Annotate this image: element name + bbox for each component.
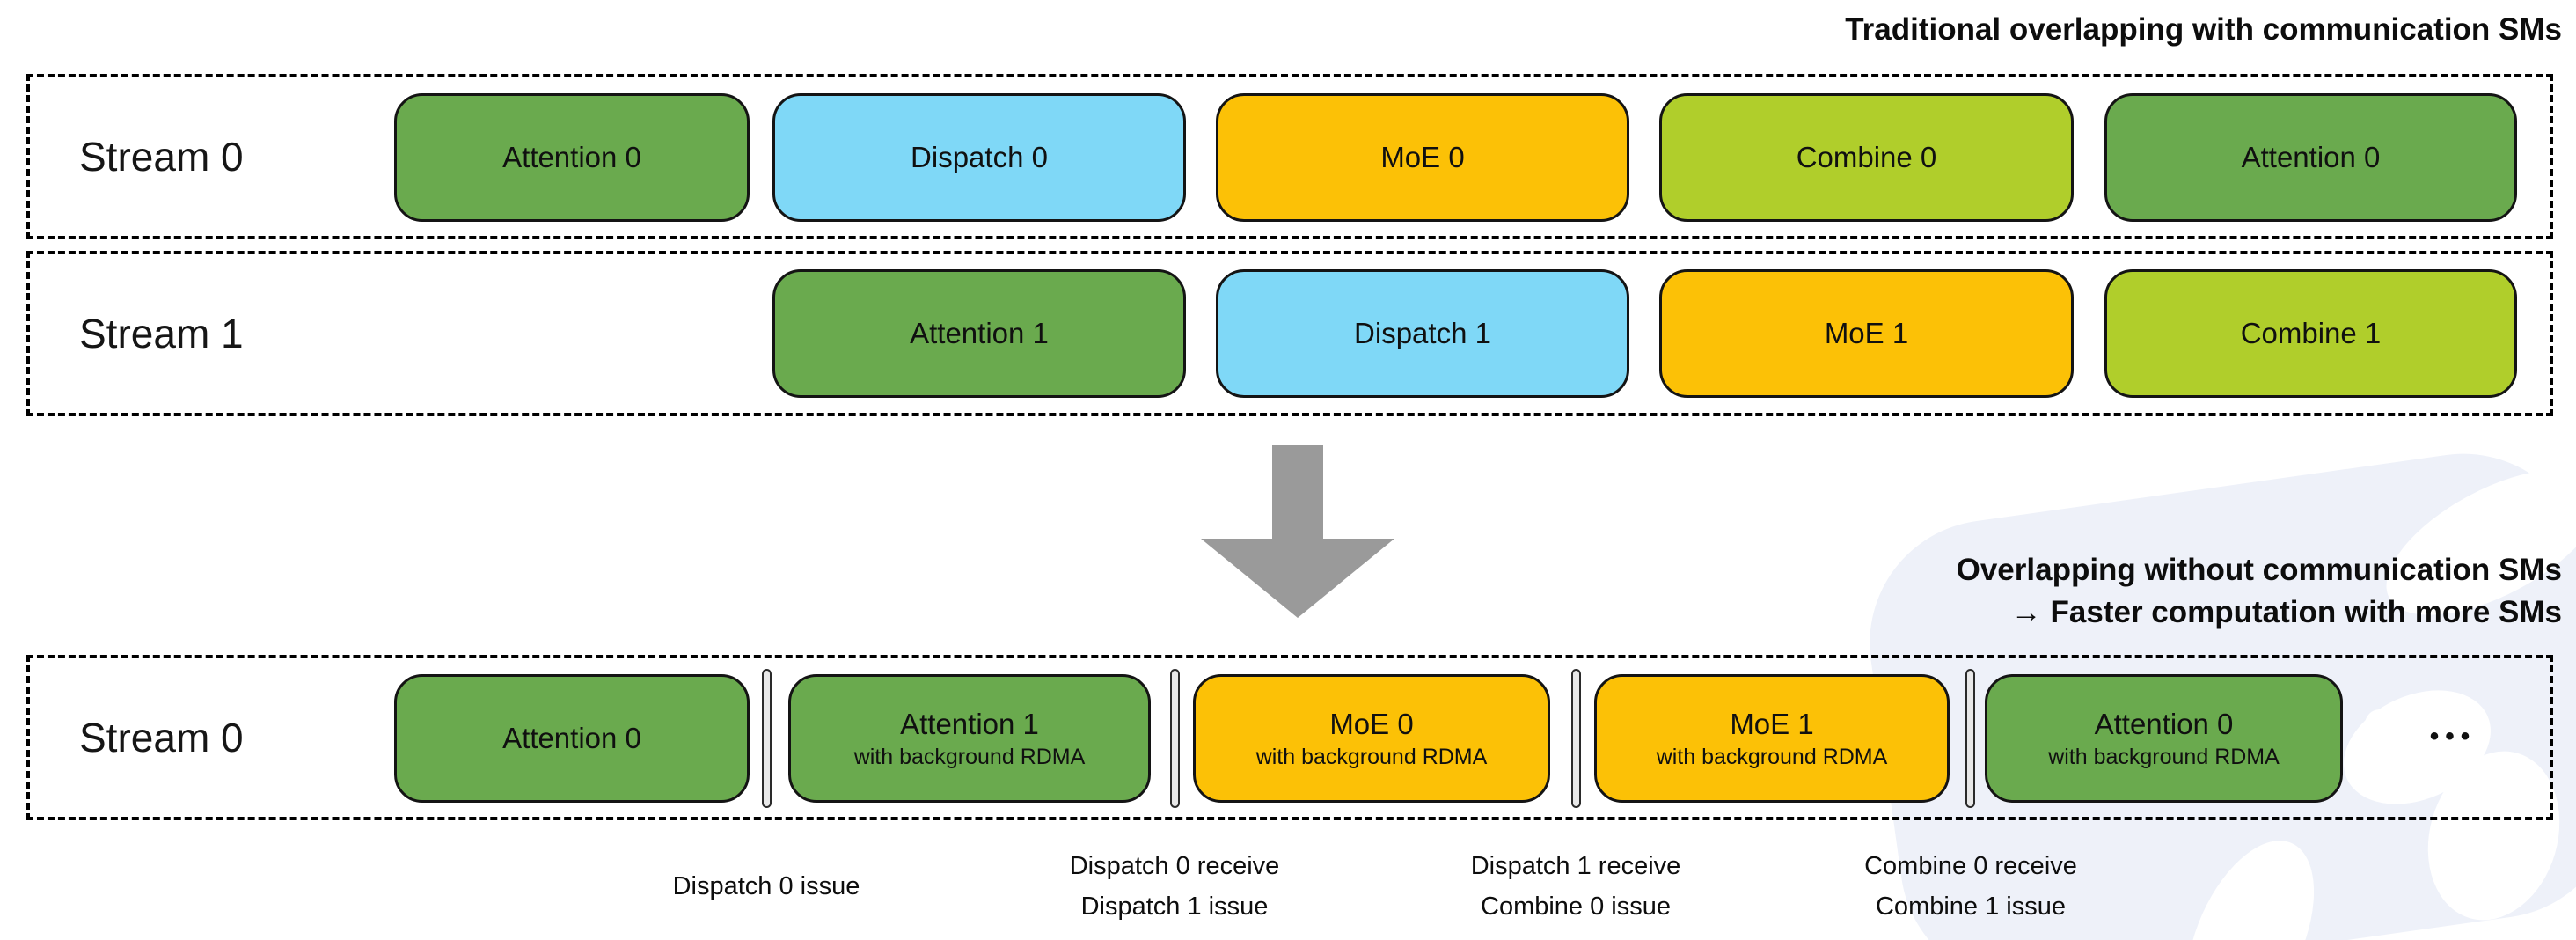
block-attention0: Attention 0 [394, 93, 750, 222]
block-label: Attention 0 [2094, 707, 2234, 740]
annotation-line: Dispatch 0 issue [672, 872, 860, 900]
annotation-dispatch0-receive: Dispatch 0 receive Dispatch 1 issue [1070, 841, 1280, 931]
block-attention0-next-fused: Attention 0 with background RDMA [1985, 674, 2343, 803]
bottom-title-line2: → Faster computation with more SMs [2010, 595, 2562, 629]
block-attention1-fused: Attention 1 with background RDMA [788, 674, 1151, 803]
block-label: Dispatch 1 [1354, 317, 1491, 349]
block-combine1: Combine 1 [2104, 269, 2517, 398]
block-dispatch1: Dispatch 1 [1216, 269, 1629, 398]
block-attention1: Attention 1 [772, 269, 1186, 398]
bottom-title-line1: Overlapping without communication SMs [1956, 553, 2562, 587]
annotation-dispatch1-receive: Dispatch 1 receive Combine 0 issue [1471, 841, 1681, 931]
stream-barrier [762, 669, 772, 808]
block-label: Attention 0 [502, 141, 641, 173]
annotation-combine0-receive: Combine 0 receive Combine 1 issue [1864, 841, 2077, 931]
block-sublabel: with background RDMA [1255, 744, 1488, 769]
block-label: MoE 0 [1380, 141, 1465, 173]
annotation-line: Dispatch 1 issue [1080, 892, 1269, 921]
block-moe1: MoE 1 [1659, 269, 2074, 398]
stream-barrier [1571, 669, 1581, 808]
block-label: MoE 1 [1824, 317, 1909, 349]
stream-barrier [1965, 669, 1975, 808]
block-label: Attention 1 [900, 707, 1039, 740]
ellipsis: ••• [2429, 722, 2477, 751]
block-dispatch0: Dispatch 0 [772, 93, 1186, 222]
block-moe0-fused: MoE 0 with background RDMA [1193, 674, 1550, 803]
block-moe0: MoE 0 [1216, 93, 1629, 222]
stream0-label-bottom: Stream 0 [79, 715, 244, 760]
block-sublabel: with background RDMA [1656, 744, 1888, 769]
block-label: MoE 0 [1329, 707, 1414, 740]
annotation-line: Dispatch 0 receive [1069, 852, 1280, 880]
stream0-label-top: Stream 0 [79, 134, 244, 180]
block-sublabel: with background RDMA [853, 744, 1086, 769]
block-label: Dispatch 0 [911, 141, 1048, 173]
block-sublabel: with background RDMA [2048, 744, 2280, 769]
block-label: Combine 0 [1796, 141, 1937, 173]
stream0-container-top [26, 74, 2553, 239]
annotation-line: Combine 0 issue [1481, 892, 1671, 921]
block-label: Combine 1 [2240, 317, 2382, 349]
annotation-dispatch0-issue: Dispatch 0 issue [673, 841, 860, 931]
block-attention0-next: Attention 0 [2104, 93, 2517, 222]
down-arrow-icon [1201, 445, 1394, 622]
stream-barrier [1170, 669, 1180, 808]
annotation-line: Combine 1 issue [1875, 892, 2066, 921]
stream0-container-bottom [26, 655, 2553, 820]
block-label: Attention 1 [910, 317, 1049, 349]
block-label: Attention 0 [2241, 141, 2381, 173]
annotation-line: Dispatch 1 receive [1470, 852, 1681, 880]
block-moe1-fused: MoE 1 with background RDMA [1594, 674, 1950, 803]
annotation-line: Combine 0 receive [1864, 852, 2077, 880]
block-label: MoE 1 [1730, 707, 1814, 740]
watermark-highlight [2365, 709, 2395, 739]
block-combine0: Combine 0 [1659, 93, 2074, 222]
block-attention0-fused: Attention 0 [394, 674, 750, 803]
stream1-label: Stream 1 [79, 311, 244, 356]
stream1-container [26, 251, 2553, 416]
bottom-section-title: Overlapping without communication SMs → … [1957, 549, 2562, 634]
top-section-title: Traditional overlapping with communicati… [1845, 12, 2562, 47]
block-label: Attention 0 [502, 722, 641, 754]
